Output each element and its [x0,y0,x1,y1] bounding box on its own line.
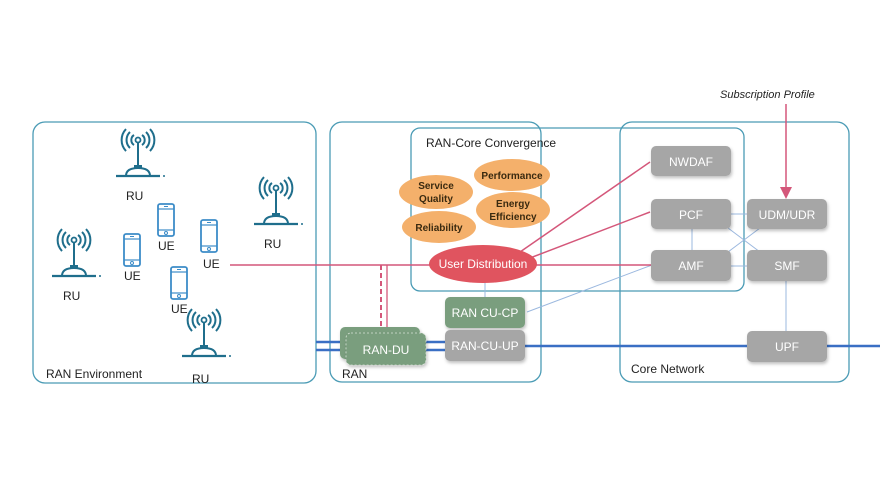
ru-icon: RU [252,175,305,251]
upf-node[interactable]: UPF [747,331,827,362]
ran-environment-label: RAN Environment [46,367,143,381]
ue-label: UE [171,302,188,316]
svg-text:UDM/UDR: UDM/UDR [759,208,816,222]
svg-text:Quality: Quality [419,194,453,205]
ue-label: UE [203,257,220,271]
ran-du-node[interactable]: RAN-DU [340,327,427,366]
ru-label: RU [63,289,80,303]
ud-to-pcf-line [529,211,651,259]
ue-icon: UE [200,219,220,271]
svg-text:RAN-CU-UP: RAN-CU-UP [451,339,518,353]
svg-text:Efficiency: Efficiency [489,212,537,223]
interface-line [727,227,761,253]
udm-udr-node[interactable]: UDM/UDR [747,199,827,229]
ru-label: RU [126,189,143,203]
svg-text:RAN CU-CP: RAN CU-CP [452,306,519,320]
ue-label: UE [124,269,141,283]
ran-cu-cp-node[interactable]: RAN CU-CP [445,297,525,328]
convergence-label: RAN-Core Convergence [426,136,556,150]
pcf-node[interactable]: PCF [651,199,731,229]
ran-environment-region [32,121,317,384]
ue-label: UE [158,239,175,253]
ue-icon: UE [157,203,175,253]
objective-reliability: Reliability [402,211,476,243]
ran-region [329,121,542,383]
ru-label: RU [264,237,281,251]
smf-node[interactable]: SMF [747,250,827,281]
ran-label: RAN [342,367,367,381]
svg-text:Reliability: Reliability [415,223,463,234]
svg-text:AMF: AMF [678,259,703,273]
user-distribution[interactable]: User Distribution [429,245,537,283]
ran-cu-up-node[interactable]: RAN-CU-UP [445,330,525,361]
svg-text:Service: Service [418,181,454,192]
convergence-region [410,127,745,292]
interface-line [526,264,653,313]
core-network-region [619,121,850,383]
core-network-label: Core Network [631,362,705,376]
subscription-profile-label: Subscription Profile [720,89,815,101]
ru-label: RU [192,372,209,386]
ue-icon: UE [123,233,141,283]
svg-text:SMF: SMF [774,259,799,273]
objective-service-quality: Service Quality [399,175,473,209]
ru-icon: RU [114,127,167,203]
svg-text:PCF: PCF [679,208,703,222]
ud-to-nwdaf-line [519,161,651,253]
svg-text:Performance: Performance [481,171,543,182]
ru-icon: RU [180,307,233,386]
ru-icon: RU [50,227,103,303]
svg-text:NWDAF: NWDAF [669,155,713,169]
svg-text:UPF: UPF [775,340,799,354]
svg-text:User Distribution: User Distribution [439,257,528,271]
amf-node[interactable]: AMF [651,250,731,281]
nwdaf-node[interactable]: NWDAF [651,146,731,176]
ue-icon: UE [170,266,188,316]
objective-energy-efficiency: Energy Efficiency [476,192,550,228]
svg-text:Energy: Energy [496,199,530,210]
svg-text:RAN-DU: RAN-DU [363,343,410,357]
objective-performance: Performance [474,159,550,191]
